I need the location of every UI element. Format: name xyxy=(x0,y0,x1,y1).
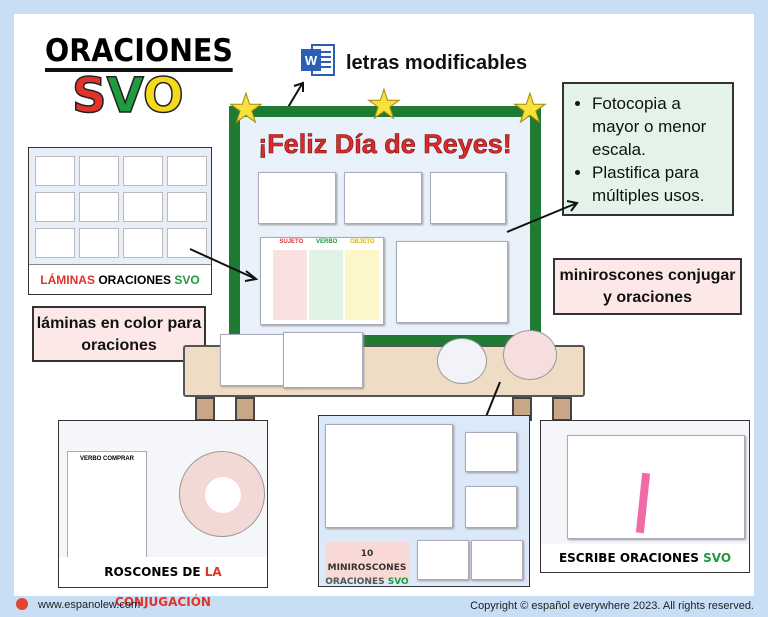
caption-svo: SVO xyxy=(387,577,409,587)
col-objeto: OBJETO xyxy=(350,239,375,245)
bulletin-board: ¡Feliz Día de Reyes! SUJETO VERBO OBJETO xyxy=(229,106,541,346)
tips-note: Fotocopia a mayor o menor escala. Plasti… xyxy=(562,82,734,216)
sheet-thumbnail xyxy=(258,172,336,224)
tip-item: Plastifica para múltiples usos. xyxy=(592,161,724,207)
svo-logo: SVO xyxy=(71,67,184,125)
arrow-icon xyxy=(506,200,579,233)
caption-black: ORACIONES xyxy=(98,273,171,287)
svo-v: V xyxy=(106,67,144,125)
verb-sheet: VERBO COMPRAR xyxy=(67,451,147,561)
sheet-thumbnail xyxy=(471,540,523,580)
col-verbo: VERBO xyxy=(315,239,338,245)
verb-label: VERBO COMPRAR xyxy=(79,456,134,462)
roscon-wheel xyxy=(179,451,265,537)
board-title: ¡Feliz Día de Reyes! xyxy=(258,129,512,160)
footer-url[interactable]: www.espanolew.com xyxy=(38,599,141,611)
sheet-thumbnail xyxy=(430,172,506,224)
table-leg xyxy=(552,397,572,421)
miniroscones-caption: 10 MINIROSCONES ORACIONES SVO xyxy=(325,542,409,587)
laminas-caption: LÁMINAS ORACIONES SVO xyxy=(29,264,211,294)
roscones-card: VERBO COMPRAR ROSCONES DE LA CONJUGACIÓN xyxy=(58,420,268,609)
page-title: ORACIONES xyxy=(45,34,233,72)
star-icon: ★ xyxy=(228,87,265,131)
whiteboard-sheet xyxy=(567,435,745,539)
arrow-icon xyxy=(189,248,259,282)
miniroscon-wheel xyxy=(437,338,487,384)
laminas-preview-image: LÁMINAS ORACIONES SVO xyxy=(28,147,212,295)
ms-word-icon: W xyxy=(301,44,335,76)
sheet-thumbnail xyxy=(325,424,453,528)
escribe-caption: ESCRIBE ORACIONES SVO xyxy=(541,544,749,572)
board-surface: ¡Feliz Día de Reyes! SUJETO VERBO OBJETO xyxy=(240,117,530,335)
laminas-label-box: láminas en color para oraciones xyxy=(32,306,206,362)
table-leg xyxy=(235,397,255,421)
sheet-on-table xyxy=(283,332,363,388)
sheet-thumbnail xyxy=(417,540,469,580)
roscones-caption: ROSCONES DE LA CONJUGACIÓN xyxy=(59,557,267,609)
letras-modificables-label: letras modificables xyxy=(346,52,528,74)
star-icon: ★ xyxy=(512,87,549,131)
caption-black: ROSCONES DE xyxy=(104,565,201,579)
miniroscon-wheel xyxy=(503,330,557,380)
col-sujeto: SUJETO xyxy=(279,239,304,245)
miniroscones-card: 10 MINIROSCONES ORACIONES SVO xyxy=(318,415,530,587)
escribe-card: ESCRIBE ORACIONES SVO xyxy=(540,420,750,573)
svo-s: S xyxy=(71,67,107,125)
caption-red: LÁMINAS xyxy=(40,273,95,287)
star-icon: ★ xyxy=(366,83,403,127)
caption-svo: SVO xyxy=(703,551,732,565)
caption-red: LA CONJUGACIÓN xyxy=(115,565,222,609)
caption-line1: 10 MINIROSCONES xyxy=(327,549,407,573)
table-leg xyxy=(195,397,215,421)
caption-black: ESCRIBE ORACIONES xyxy=(558,551,699,565)
svo-o: O xyxy=(142,67,184,125)
svo-worksheet: SUJETO VERBO OBJETO xyxy=(260,237,384,325)
footer-copyright: Copyright © español everywhere 2023. All… xyxy=(470,600,754,612)
svg-text:W: W xyxy=(305,53,318,68)
miniroscones-label-box: miniroscones conjugar y oraciones xyxy=(553,258,742,315)
sheet-thumbnail xyxy=(465,486,517,528)
sheet-thumbnail xyxy=(344,172,422,224)
tip-item: Fotocopia a mayor o menor escala. xyxy=(592,92,724,161)
espanolew-logo-icon xyxy=(16,598,28,610)
sheet-thumbnail xyxy=(465,432,517,472)
sheet-thumbnail xyxy=(396,241,508,323)
caption-svo: SVO xyxy=(174,273,200,287)
caption-line2: ORACIONES xyxy=(325,577,385,587)
